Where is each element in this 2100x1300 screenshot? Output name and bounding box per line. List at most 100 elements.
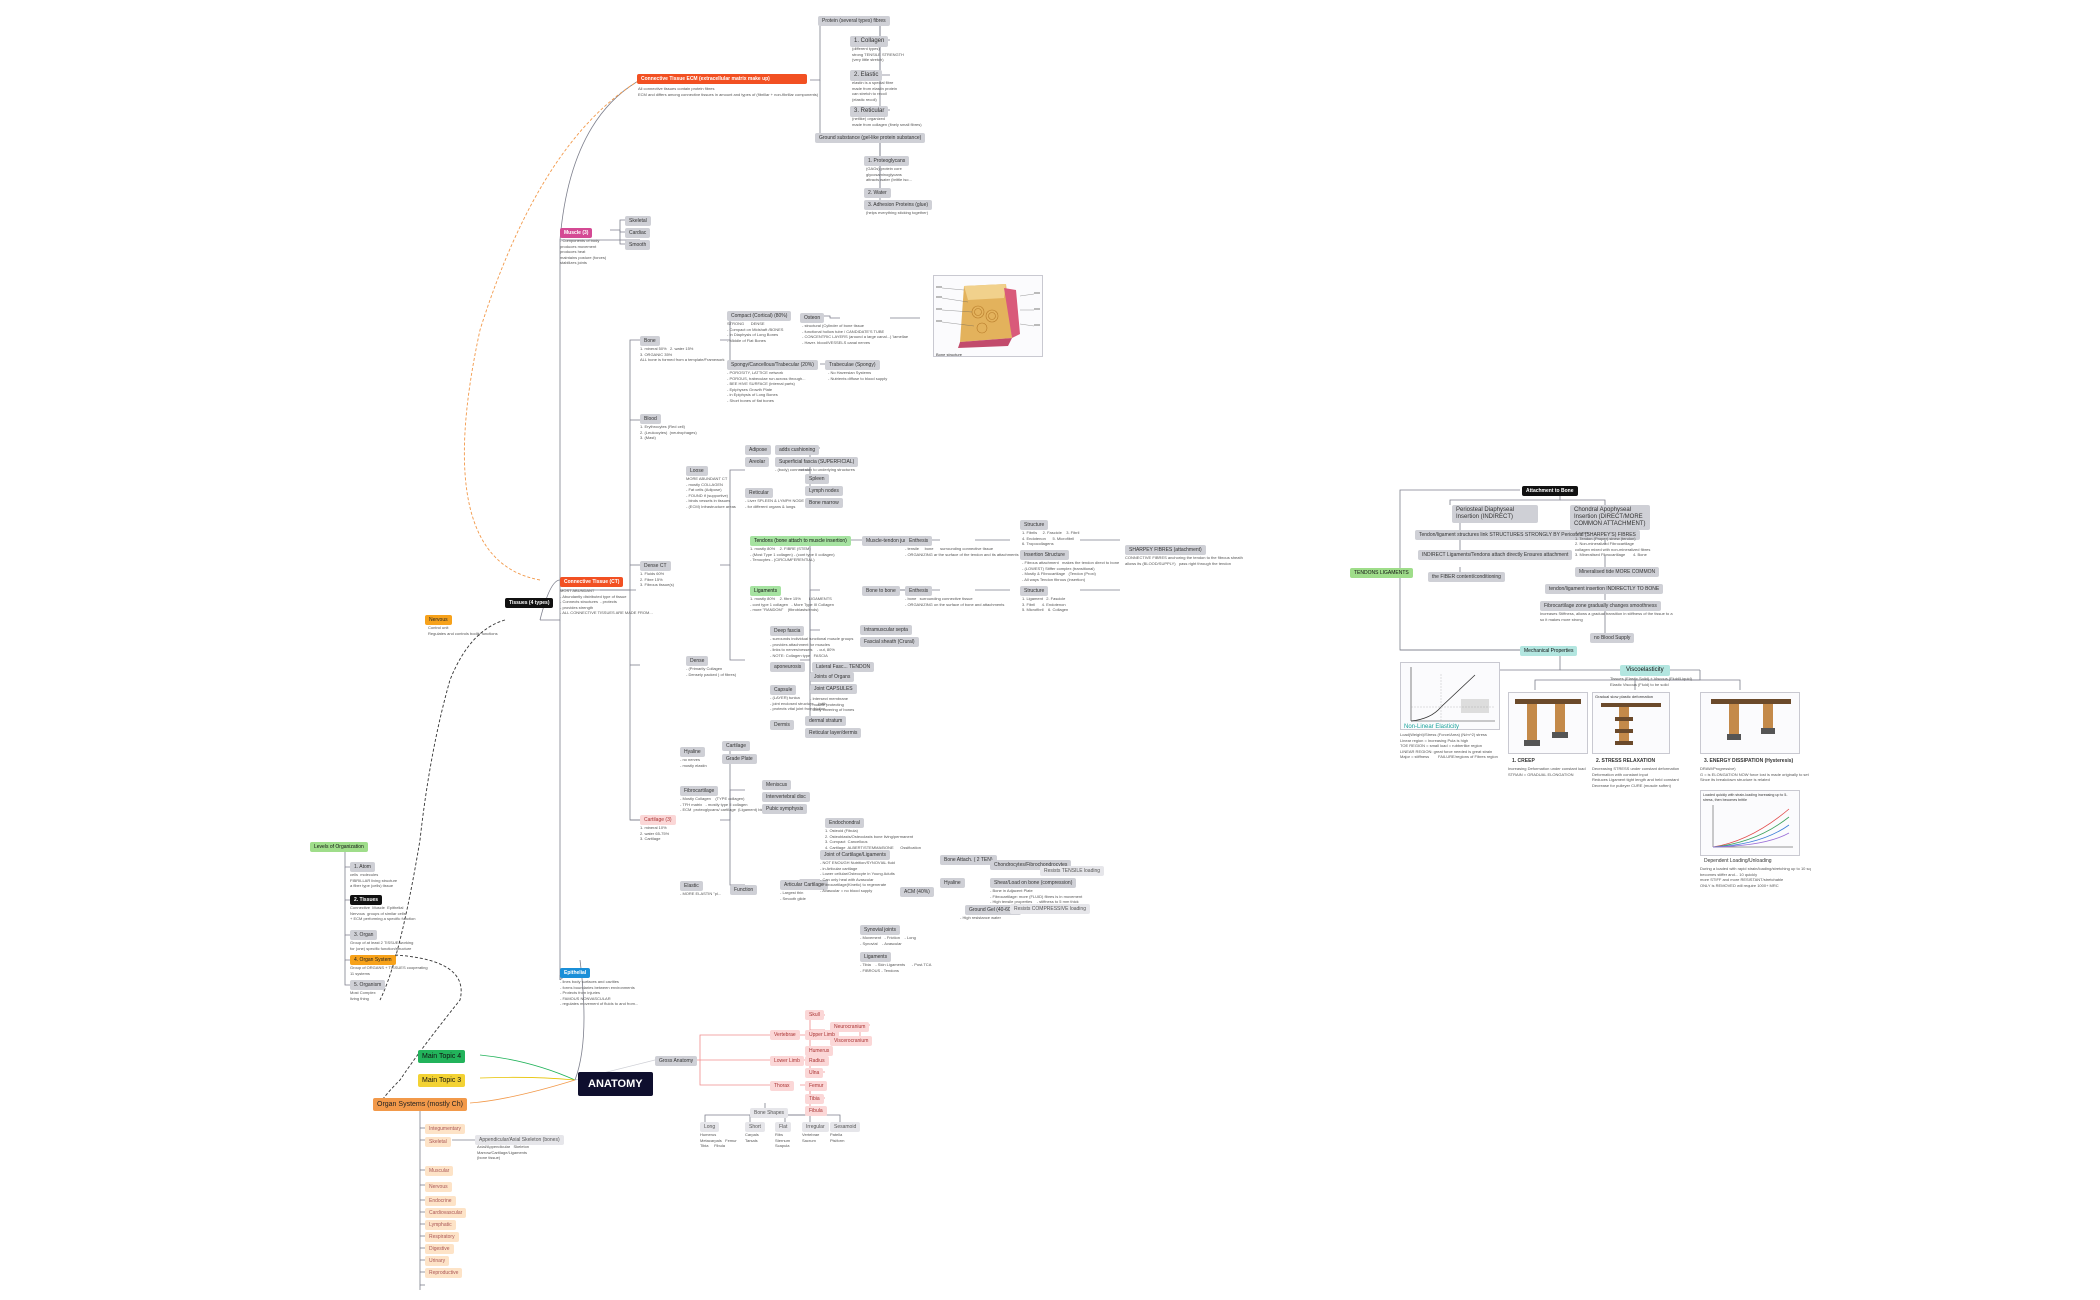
endochondral[interactable]: Endochondral [825, 818, 864, 828]
synovial-joints[interactable]: Synovial joints [860, 925, 900, 935]
cartilage-node[interactable]: Cartilage (3) [640, 815, 676, 825]
loose-ct[interactable]: Loose [686, 466, 708, 476]
enthesis-ligament[interactable]: Enthesis [905, 586, 933, 596]
nervous-node[interactable]: Nervous [425, 615, 452, 625]
level-atom[interactable]: 1. Atom [350, 862, 375, 872]
reticular[interactable]: 3. Reticular [850, 106, 889, 117]
attachment-node[interactable]: Attachment to Bone [1522, 486, 1578, 496]
osteon-node[interactable]: Osteon [800, 313, 825, 323]
shape-short[interactable]: Short [745, 1122, 765, 1132]
meniscus[interactable]: Meniscus [762, 780, 792, 790]
organ-item-4[interactable]: Endocrine [425, 1196, 456, 1206]
tendon-ligament-insertion[interactable]: tendon/ligament insertion INDIRECTLY TO … [1545, 584, 1664, 594]
hyaline-node[interactable]: Hyaline [680, 747, 705, 757]
trabeculae-node[interactable]: Trabeculae (Spongy) [825, 360, 880, 370]
organ-item-2[interactable]: Muscular [425, 1166, 454, 1176]
fibrocartilage-zone[interactable]: Fibrocartilage zone gradually changes sm… [1540, 601, 1661, 611]
main-topic-1[interactable]: Main Topic 4 [418, 1050, 466, 1063]
joint-of-cartilage[interactable]: Joint of Cartilage/Ligaments [820, 850, 890, 860]
branch-upper-limb[interactable]: Upper Limb [805, 1030, 839, 1040]
intermuscular[interactable]: Intramuscular septa [860, 625, 912, 635]
skeletal-muscle[interactable]: Skeletal [625, 216, 651, 226]
gross-anatomy[interactable]: Gross Anatomy [655, 1056, 698, 1066]
mineralised-tide[interactable]: Mineralised tide MORE COMMON [1575, 567, 1660, 577]
level-organ[interactable]: 3. Organ [350, 930, 378, 940]
ligament-node[interactable]: Ligaments [750, 586, 782, 596]
elastic-cartilage[interactable]: Elastic [680, 881, 703, 891]
cardiac-muscle[interactable]: Cardiac [625, 228, 651, 238]
shape-flat[interactable]: Flat [775, 1122, 792, 1132]
leaf-neurocranium[interactable]: Neurocranium [830, 1022, 870, 1032]
dermis-layer[interactable]: dermal stratum [805, 716, 847, 726]
bone-node[interactable]: Bone [640, 336, 660, 346]
bone-to-bone[interactable]: Bone to bone [862, 586, 900, 596]
marrow-node[interactable]: Bone marrow [805, 498, 843, 508]
chondral-node[interactable]: Chondral Apophyseal Insertion (DIRECT/MO… [1570, 505, 1650, 530]
muscle-tendon-node[interactable]: Muscle-tendon junction [862, 536, 922, 546]
areolar-node[interactable]: Areolar [745, 457, 770, 467]
joints-dense[interactable]: Joints of Organs [810, 672, 855, 682]
water[interactable]: 2. Water [864, 188, 891, 198]
aponeurosis-desc[interactable]: Lateral Fasc... TENDON [812, 662, 875, 672]
tendon-node[interactable]: Tendons (bone attach to muscle insertion… [750, 536, 851, 546]
organ-systems-topic[interactable]: Organ Systems (mostly Ch) [373, 1098, 467, 1111]
elastic-fibre[interactable]: 2. Elastic [850, 70, 883, 81]
tendon-ligament-node[interactable]: TENDONS LIGAMENTS [1350, 568, 1413, 578]
central-topic[interactable]: ANATOMY [578, 1072, 653, 1096]
organ-item-5[interactable]: Cardiovascular [425, 1208, 467, 1218]
compact-bone[interactable]: Compact (Cortical) (80%) [727, 311, 792, 321]
epithelial-node[interactable]: Epithelial [560, 968, 591, 978]
hyaline-load[interactable]: Hyaline [940, 878, 965, 888]
dense-node[interactable]: Dense [686, 656, 709, 666]
leaf-femur[interactable]: Femur [805, 1081, 828, 1091]
dermis-reticular[interactable]: Reticular layer/dermis [805, 728, 862, 738]
leaf-fibula[interactable]: Fibula [805, 1106, 827, 1116]
acm-node[interactable]: ACM (40%) [900, 887, 934, 897]
ground-substance[interactable]: Ground substance (gel-like protein subst… [815, 133, 926, 143]
branch-lower-limb[interactable]: Lower Limb [770, 1056, 804, 1066]
no-blood[interactable]: no Blood Supply [1590, 633, 1635, 643]
smooth-muscle[interactable]: Smooth [625, 240, 651, 250]
shape-sesamoid[interactable]: Sesamoid [830, 1122, 861, 1132]
level-organ-system[interactable]: 4. Organ System [350, 955, 396, 965]
shape-irregular[interactable]: Irregular [802, 1122, 829, 1132]
viscoelasticity-node[interactable]: Viscoelasticity [1620, 665, 1670, 676]
ct-node[interactable]: Connective Tissue (CT) [560, 577, 624, 587]
level-tissues[interactable]: 2. Tissues [350, 895, 383, 905]
periosteal-less[interactable]: the FIBER content/conditioning [1428, 572, 1505, 582]
tensile-loading[interactable]: Resists TENSILE loading [1040, 866, 1105, 876]
aponeurosis[interactable]: aponeurosis [770, 662, 806, 672]
compressive-loading[interactable]: Resists COMPRESSIVE loading [1010, 904, 1090, 914]
reticular-ct[interactable]: Reticular [745, 488, 773, 498]
organ-item-6[interactable]: Lymphatic [425, 1220, 456, 1230]
periosteal-node[interactable]: Periosteal Diaphyseal Insertion (INDIREC… [1452, 505, 1538, 523]
tissues-node[interactable]: Tissues (4 types) [505, 598, 554, 608]
organ-item-3[interactable]: Nervous [425, 1182, 452, 1192]
leaf-tibia[interactable]: Tibia [805, 1094, 824, 1104]
organ-item-0[interactable]: Integumentary [425, 1124, 465, 1134]
periosteal-fib[interactable]: Tendon/ligament structures link STRUCTUR… [1415, 530, 1640, 540]
cartilage-function[interactable]: Function [730, 885, 758, 895]
leaf-ulna[interactable]: Ulna [805, 1068, 824, 1078]
leaf-viscerocranium[interactable]: Viscerocranium [830, 1036, 873, 1046]
stress-relax-label[interactable]: 2. STRESS RELAXATION [1596, 758, 1656, 764]
ecm-glycos[interactable]: Ground Gel (40-60%) [965, 905, 1021, 915]
areolar-desc[interactable]: Superficial fascia (SUPERFICIAL) [775, 457, 859, 467]
levels-title[interactable]: Levels of Organization [310, 842, 368, 852]
level-organism[interactable]: 5. Organism [350, 980, 386, 990]
branch-skull[interactable]: Skull [805, 1010, 824, 1020]
hyaline-sub1[interactable]: Cartilage [722, 741, 751, 751]
ct-ecm-node[interactable]: Connective Tissue ECM (extracellular mat… [637, 74, 807, 84]
shape-long[interactable]: Long [700, 1122, 720, 1132]
leaf-humerus[interactable]: Humerus [805, 1046, 834, 1056]
periosteal-sub[interactable]: INDIRECT Ligaments/Tendons attach direct… [1418, 550, 1573, 560]
strain-rate-label[interactable]: Dependent Loading/Unloading [1704, 858, 1772, 864]
load-resist[interactable]: Shear/Load on bone (compression) [990, 878, 1077, 888]
organ-group-note[interactable]: Appendicular/Axial Skeleton (bones) [475, 1135, 564, 1145]
enthesis-tendon[interactable]: Enthesis [905, 536, 933, 546]
branch-thorax[interactable]: Thorax [770, 1081, 794, 1091]
creep-label[interactable]: 1. CREEP [1512, 758, 1535, 764]
adhesion-proteins[interactable]: 3. Adhesion Proteins (glue) [864, 200, 933, 210]
lymph-node[interactable]: Lymph nodes [805, 486, 843, 496]
